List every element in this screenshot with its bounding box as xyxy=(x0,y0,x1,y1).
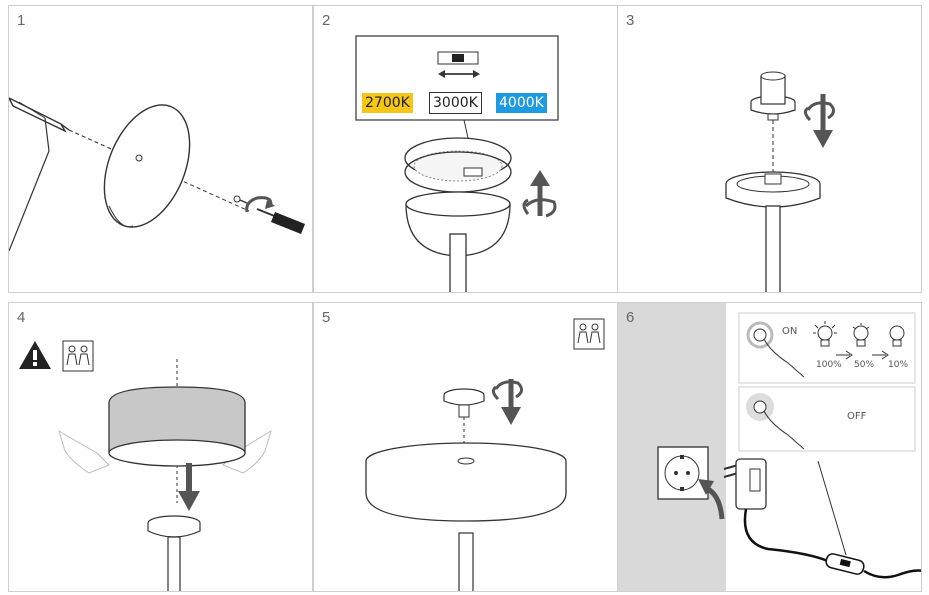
connector-illustration xyxy=(725,71,835,292)
step-number: 2 xyxy=(322,12,331,29)
step-3-panel: 3 xyxy=(617,5,922,293)
base-disc xyxy=(103,104,191,228)
switch-button-off xyxy=(746,393,805,450)
power-adapter-icon xyxy=(723,458,767,510)
two-persons-icon xyxy=(573,318,605,350)
color-temperature-illustration xyxy=(355,35,559,292)
dim-level-50: 50% xyxy=(854,360,875,370)
connector xyxy=(750,71,796,121)
rotate-arrow-icon xyxy=(245,196,275,213)
step-number: 4 xyxy=(17,309,26,326)
step-2-panel: 2 2700K 3000K 4000K xyxy=(313,5,618,293)
step-number: 1 xyxy=(17,12,26,29)
power-socket-icon xyxy=(657,446,709,500)
rotate-arrow-icon xyxy=(491,379,523,425)
screwdriver-icon xyxy=(256,208,305,234)
dim-level-100: 100% xyxy=(816,360,842,370)
shade-mounting-illustration xyxy=(19,340,272,591)
step-number: 5 xyxy=(322,309,331,326)
two-persons-icon xyxy=(62,340,94,372)
cap-mounting-illustration xyxy=(365,318,605,591)
dim-level-10: 10% xyxy=(888,360,909,370)
switch-button-on xyxy=(746,321,805,378)
power-connection-illustration xyxy=(657,312,921,579)
step-5-panel: 5 xyxy=(313,302,618,592)
rotate-arrow-icon xyxy=(803,94,835,148)
color-temp-4000k: 4000K xyxy=(496,93,547,113)
rotate-arrow-icon xyxy=(522,170,557,218)
warning-icon xyxy=(19,341,51,369)
color-temp-3000k: 3000K xyxy=(429,92,482,114)
color-temp-2700k: 2700K xyxy=(362,93,413,113)
bulb-icon xyxy=(852,323,870,347)
step-number: 3 xyxy=(626,12,635,29)
bulb-icon xyxy=(813,321,837,347)
step-1-panel: 1 xyxy=(8,5,313,293)
top-cap xyxy=(443,388,485,418)
lamp-shade xyxy=(108,386,246,467)
bulb-icon xyxy=(889,325,905,347)
off-label: OFF xyxy=(847,411,867,422)
inline-switch xyxy=(825,553,865,575)
step-4-panel: 4 xyxy=(8,302,313,592)
screw xyxy=(233,195,250,205)
on-label: ON xyxy=(782,326,798,337)
step-6-panel: 6 xyxy=(617,302,922,592)
step-number: 6 xyxy=(626,309,635,326)
base-assembly-illustration xyxy=(9,97,305,252)
